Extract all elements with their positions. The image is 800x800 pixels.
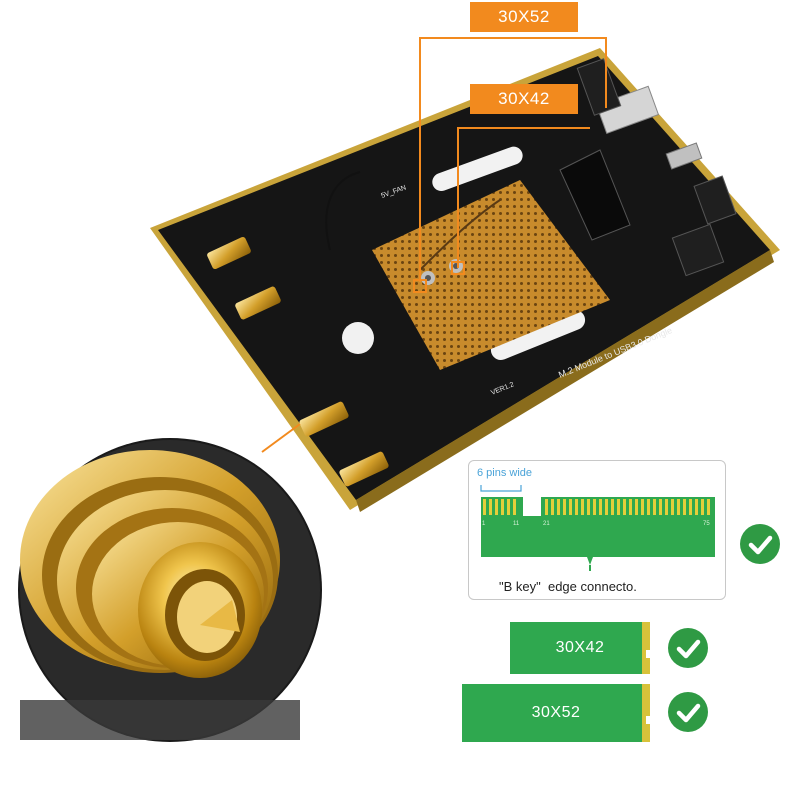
checkmark-icon: [668, 692, 708, 732]
callout-line-30x42: [457, 127, 590, 268]
sma-connector-4: [339, 451, 389, 487]
sma-connector-3: [299, 401, 349, 437]
callout-30x52: 30X52: [470, 2, 578, 32]
pin-number-75: 75: [703, 521, 710, 527]
callout-30x42: 30X42: [470, 84, 578, 114]
pin-number-21: 21: [543, 521, 550, 527]
proto-area: [372, 180, 610, 370]
module-30x42-label: 30X42: [555, 639, 605, 656]
module-30x52: 30X52: [462, 684, 650, 742]
callout-line-30x52: [419, 37, 607, 282]
pins-wide-label: 6 pins wide: [477, 467, 533, 479]
m2-slot: [559, 149, 631, 241]
sma-connector-2: [235, 286, 281, 320]
b-key-diagram-panel: 6 pins wide: [468, 460, 726, 600]
pins-right-group: [545, 499, 710, 515]
board-slot-bottom: [490, 310, 586, 360]
board-side: [356, 250, 774, 512]
b-key-caption: "B key" edge connecto.: [499, 579, 637, 594]
module-30x52-label: 30X52: [531, 704, 581, 721]
checkmark-icon: [668, 628, 708, 668]
qc-sticker: [342, 322, 374, 354]
pin-number-11: 11: [513, 521, 520, 527]
checkmark-icon: [740, 524, 780, 564]
board-slot-top: [432, 146, 523, 191]
pin-number-1: 1: [482, 521, 486, 527]
edge-connector-diagram: 1 11 21 75: [480, 485, 715, 571]
pins-left-group: [483, 499, 516, 515]
sma-connector-zoom: [18, 438, 322, 742]
usb-port: [595, 85, 660, 134]
module-30x42: 30X42: [510, 622, 650, 674]
sma-connector-1: [207, 236, 251, 270]
